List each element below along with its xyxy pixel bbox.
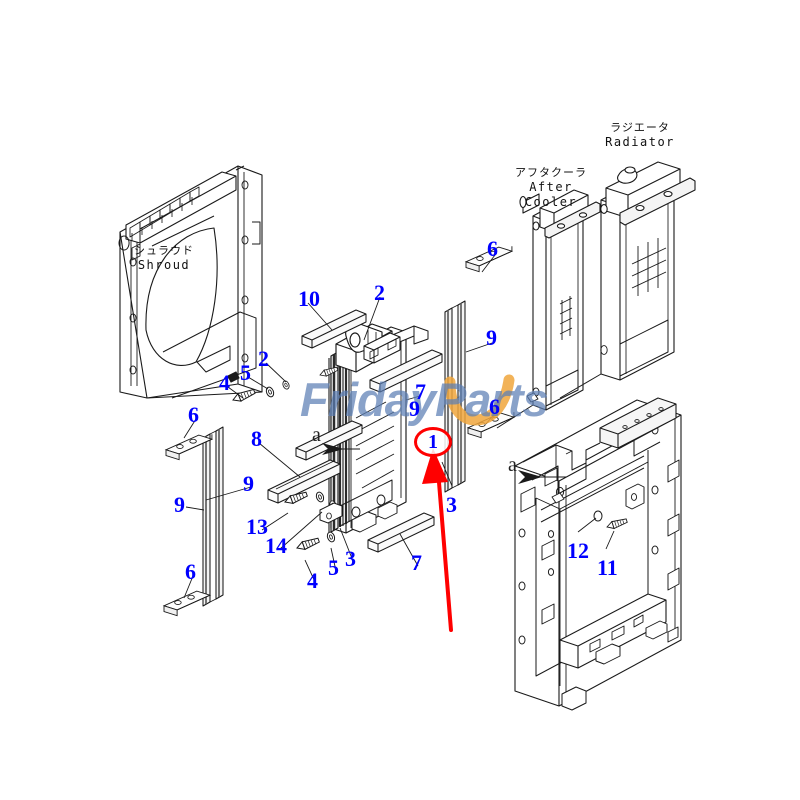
- part-number-5-bottom[interactable]: 5: [328, 555, 339, 580]
- part-number-14[interactable]: 14: [265, 533, 287, 558]
- shroud-part: [118, 165, 263, 399]
- part-number-3-right[interactable]: 3: [446, 492, 457, 517]
- section-arrows: [322, 443, 566, 484]
- label-after-cooler-en: After Cooler: [524, 179, 578, 209]
- part-number-6-mid-left[interactable]: 6: [188, 402, 199, 427]
- highlight-arrow: [422, 448, 453, 632]
- part-number-9-far-left[interactable]: 9: [174, 492, 185, 517]
- part-number-9-center[interactable]: 9: [409, 396, 420, 421]
- after-cooler-part: [519, 189, 601, 411]
- part-number-12[interactable]: 12: [567, 538, 589, 563]
- part-number-6-mid-right[interactable]: 6: [489, 394, 500, 419]
- highlight-callout-1[interactable]: 1: [414, 427, 452, 457]
- part-number-6-upper-right[interactable]: 6: [487, 236, 498, 261]
- label-shroud-en: Shroud: [137, 257, 191, 272]
- part-number-2-top[interactable]: 2: [374, 280, 385, 305]
- label-shroud-jp: シュラウド: [134, 244, 194, 257]
- part-number-4-bottom[interactable]: 4: [307, 568, 318, 593]
- label-radiator-jp: ラジエータ: [610, 121, 670, 134]
- label-radiator-en: Radiator: [605, 134, 675, 149]
- label-radiator: ラジエータ Radiator: [598, 121, 682, 150]
- part-number-8[interactable]: 8: [251, 426, 262, 451]
- part-number-13[interactable]: 13: [246, 514, 268, 539]
- fastener-parts: [231, 365, 629, 553]
- part-number-6-bottom-left[interactable]: 6: [185, 559, 196, 584]
- part-number-4-left[interactable]: 4: [219, 370, 230, 395]
- rail-part-8: [267, 459, 341, 504]
- part-number-7-bottom[interactable]: 7: [411, 550, 422, 575]
- part-number-9-mid-right[interactable]: 9: [486, 325, 497, 350]
- section-marker-a-left: a: [312, 424, 321, 446]
- label-after-cooler: アフタクーラ After Cooler: [501, 166, 601, 210]
- part-number-11[interactable]: 11: [597, 555, 618, 580]
- part-number-10[interactable]: 10: [298, 286, 320, 311]
- leader-lines: [183, 254, 615, 599]
- highlight-circle: [414, 427, 452, 457]
- part-number-3-center[interactable]: 3: [345, 546, 356, 571]
- mounting-frame-part: [514, 397, 682, 711]
- part-number-2-left[interactable]: 2: [258, 346, 269, 371]
- part-number-9-mid-left[interactable]: 9: [243, 471, 254, 496]
- label-after-cooler-jp: アフタクーラ: [515, 166, 587, 179]
- section-marker-a-right: a: [508, 454, 517, 476]
- highlight-number: 1: [428, 430, 438, 453]
- radiator-part: [600, 161, 696, 381]
- upper-hardware-parts: [295, 309, 443, 553]
- part-number-5-left[interactable]: 5: [240, 360, 251, 385]
- part-number-7-center[interactable]: 7: [415, 379, 426, 404]
- label-shroud: シュラウド Shroud: [118, 244, 210, 273]
